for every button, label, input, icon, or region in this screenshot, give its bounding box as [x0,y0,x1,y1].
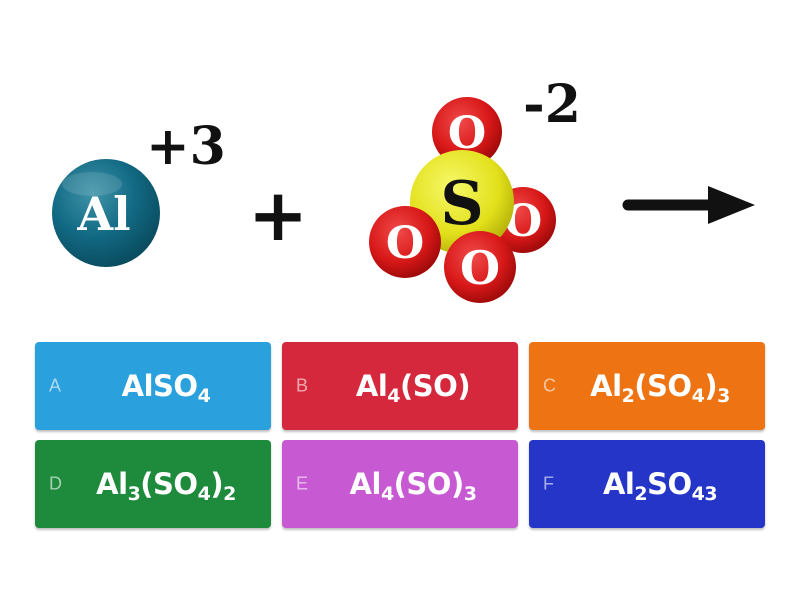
aluminum-symbol: Al [76,187,130,241]
oxygen-atom-bottom: O [444,231,516,303]
oxygen-atom-top: O [432,97,502,167]
answer-formula: Al4(SO)3 [324,467,477,504]
reaction-arrow-icon [622,186,755,224]
formula-subscript: 2 [621,385,635,407]
formula-subscript: 4 [197,385,211,407]
aluminum-charge: +3 [146,116,226,177]
sulfur-symbol: S [440,169,483,239]
answer-formula: Al2SO43 [577,467,718,504]
answer-letter: E [296,473,309,494]
formula-subscript: 4 [380,483,394,505]
formula-text: ) [210,467,224,501]
formula-text: Al [349,467,382,501]
formula-subscript: 4 [691,385,705,407]
answer-letter: A [49,375,62,396]
oxygen-symbol: O [386,218,424,269]
question-image: Al +3 + O O S [0,60,800,320]
answer-formula: Al4(SO) [330,369,471,406]
formula-text: (SO) [393,467,465,501]
aluminum-ion-sphere [52,159,160,267]
answer-letter: C [543,375,556,396]
formula-text: (SO) [400,369,471,403]
sulfate-charge: -2 [523,74,581,135]
formula-subscript: 3 [127,483,141,505]
formula-text: SO [647,467,692,501]
oxygen-symbol: O [460,241,500,295]
formula-subscript: 4 [387,385,401,407]
plus-sign: + [248,173,308,257]
answer-formula: Al2(SO4)3 [564,369,730,406]
answer-formula: AlSO4 [96,369,211,406]
answer-option-e[interactable]: E Al4(SO)3 [282,440,518,528]
formula-subscript: 2 [223,483,236,505]
formula-subscript: 43 [691,483,718,505]
formula-text: (SO [140,467,198,501]
answer-option-a[interactable]: A AlSO4 [35,342,271,430]
answer-letter: F [543,473,554,494]
formula-text: Al [590,369,622,403]
formula-text: Al [602,467,635,501]
answer-option-d[interactable]: D Al3(SO4)2 [35,440,271,528]
formula-text: ) [704,369,718,403]
formula-text: Al [96,467,128,501]
oxygen-atom-left: O [369,206,441,278]
answer-option-c[interactable]: C Al2(SO4)3 [529,342,765,430]
formula-text: Al [355,369,388,403]
formula-subscript: 4 [197,483,211,505]
answer-option-f[interactable]: F Al2SO43 [529,440,765,528]
formula-subscript: 2 [634,483,648,505]
sulfate-ion-model: O O S O [369,97,556,303]
answer-option-b[interactable]: B Al4(SO) [282,342,518,430]
formula-subscript: 3 [717,385,730,407]
answer-letter: D [49,473,62,494]
formula-text: (SO [634,369,692,403]
answer-letter: B [296,375,309,396]
formula-subscript: 3 [463,483,477,505]
formula-text: AlSO [121,369,198,403]
answer-formula: Al3(SO4)2 [70,467,236,504]
